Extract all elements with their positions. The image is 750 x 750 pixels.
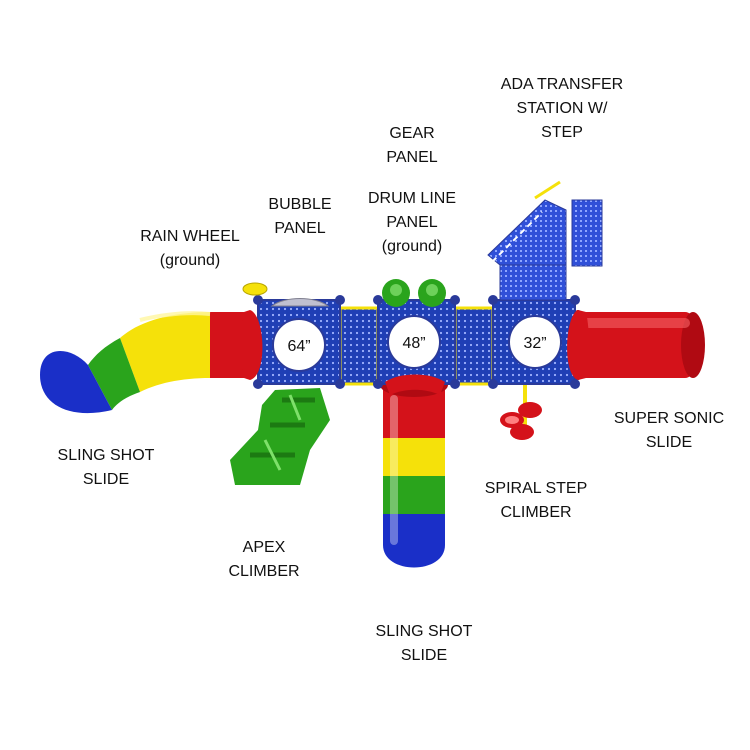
deck-48: 48” bbox=[377, 299, 456, 385]
bubble-panel-label: BUBBLE PANEL bbox=[250, 193, 350, 241]
label-line: SUPER SONIC bbox=[613, 410, 725, 427]
label-line: SLING SHOT bbox=[57, 447, 155, 464]
label-line: SLIDE bbox=[645, 434, 693, 451]
deck-32: 32” bbox=[492, 299, 576, 385]
label-line: BUBBLE bbox=[268, 196, 332, 213]
label-line: PANEL bbox=[386, 149, 438, 166]
bridges bbox=[338, 306, 495, 386]
label-line: (ground) bbox=[159, 252, 221, 269]
label-line: SLIDE bbox=[400, 647, 448, 664]
gear-panel-label: GEAR PANEL bbox=[362, 122, 462, 170]
super-sonic-slide-label: SUPER SONIC SLIDE bbox=[602, 407, 736, 455]
rain-wheel-icon bbox=[242, 282, 268, 296]
slide-hoods bbox=[241, 310, 589, 395]
label-line: RAIN WHEEL bbox=[140, 228, 240, 245]
label-line: CLIMBER bbox=[228, 563, 300, 580]
label-line: PANEL bbox=[274, 220, 326, 237]
bubble-panel-icon bbox=[270, 298, 330, 307]
apex-climber bbox=[230, 388, 330, 485]
super-sonic-slide bbox=[568, 310, 705, 380]
label-line: STATION W/ bbox=[516, 100, 608, 117]
label-line: (ground) bbox=[381, 238, 443, 255]
label-line: GEAR bbox=[389, 125, 435, 142]
label-line: STEP bbox=[541, 124, 583, 141]
label-line: SLING SHOT bbox=[375, 623, 473, 640]
rain-wheel-label: RAIN WHEEL (ground) bbox=[130, 225, 250, 273]
label-line: SLIDE bbox=[82, 471, 130, 488]
apex-climber-label: APEX CLIMBER bbox=[214, 536, 314, 584]
label-line: DRUM LINE bbox=[367, 190, 456, 207]
label-line: CLIMBER bbox=[500, 504, 572, 521]
deck-height-64: 64” bbox=[287, 338, 310, 355]
sling-shot-slide-left bbox=[40, 311, 250, 414]
sling-shot-slide-bottom bbox=[380, 373, 448, 568]
deck-64: 64” bbox=[257, 299, 341, 385]
label-line: APEX bbox=[242, 539, 286, 556]
label-line: SPIRAL STEP bbox=[484, 480, 588, 497]
sling-shot-slide-bottom-label: SLING SHOT SLIDE bbox=[364, 620, 484, 668]
ada-transfer-station-label: ADA TRANSFER STATION W/ STEP bbox=[492, 73, 632, 145]
spiral-step-climber bbox=[500, 380, 542, 440]
sling-shot-slide-left-label: SLING SHOT SLIDE bbox=[46, 444, 166, 492]
label-line: PANEL bbox=[386, 214, 438, 231]
ada-transfer-station bbox=[487, 180, 603, 301]
label-line: ADA TRANSFER bbox=[500, 76, 624, 93]
gear-panel-icon bbox=[382, 279, 446, 307]
deck-height-48: 48” bbox=[402, 335, 425, 352]
spiral-step-climber-label: SPIRAL STEP CLIMBER bbox=[466, 477, 606, 525]
posts bbox=[253, 295, 580, 389]
drum-line-panel-label: DRUM LINE PANEL (ground) bbox=[352, 187, 472, 259]
deck-height-32: 32” bbox=[523, 335, 546, 352]
